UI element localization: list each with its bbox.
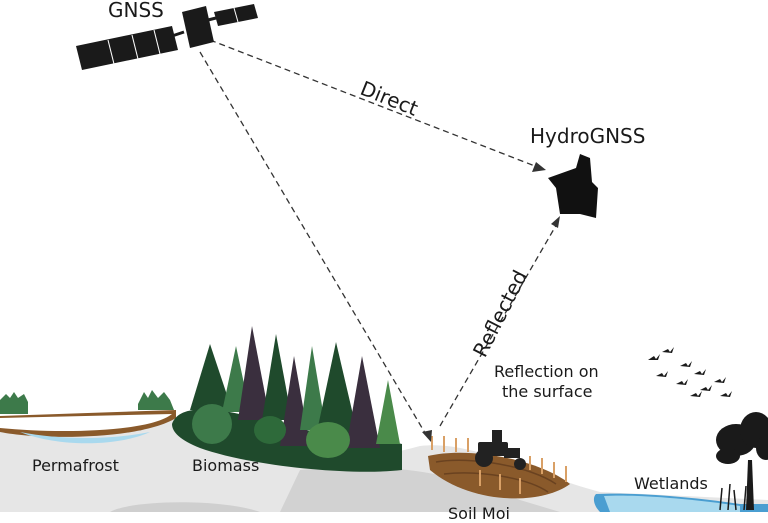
ground-shadow-left [110, 502, 260, 512]
reflection-label-line2: the surface [502, 382, 593, 401]
tree-icon [716, 412, 768, 510]
gnss-label: GNSS [108, 0, 164, 22]
direct-signal-path [209, 39, 541, 169]
ground-shadow [280, 467, 560, 512]
arrowheads [422, 162, 560, 442]
tractor-icon [475, 430, 526, 470]
biomass-forest [172, 326, 402, 472]
permafrost-illustration [0, 390, 176, 444]
soil-moisture-label: Soil Moi [448, 504, 510, 523]
hydrognss-label: HydroGNSS [530, 124, 646, 148]
birds-flock [648, 347, 732, 397]
diagram-canvas [0, 4, 768, 512]
signal-paths [199, 39, 559, 439]
wetlands-label: Wetlands [634, 474, 708, 493]
hydrognss-satellite-icon [548, 154, 598, 218]
biomass-label: Biomass [192, 456, 260, 475]
gnss-satellite-icon [76, 4, 258, 70]
reflection-label-line1: Reflection on [494, 362, 599, 381]
wetlands-illustration [593, 483, 768, 512]
soil-field [428, 436, 570, 499]
satellite-panel-lines [107, 7, 239, 65]
permafrost-label: Permafrost [32, 456, 119, 475]
incident-signal-path [199, 51, 429, 439]
